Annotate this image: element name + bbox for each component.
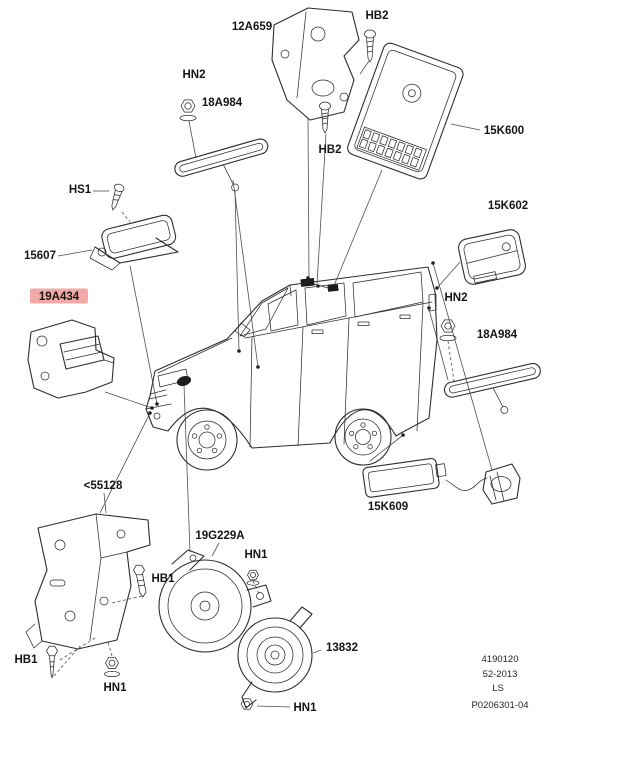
door-handle-2 <box>357 321 370 326</box>
plate-market: LS <box>492 683 504 694</box>
callout-13832[interactable]: 13832 <box>326 642 358 654</box>
windshield <box>239 287 289 337</box>
roof-step-line <box>289 284 292 297</box>
callout-hn2-top[interactable]: HN2 <box>182 69 205 81</box>
callout-15607[interactable]: 15607 <box>24 250 56 262</box>
part-15k600-drawing <box>347 42 464 180</box>
plate-number: 4190120 <box>482 654 519 665</box>
part-19a434-drawing <box>27 319 115 399</box>
beltline <box>244 301 433 339</box>
part-55128-bracket-drawing <box>25 513 151 650</box>
callout-hb1-mid[interactable]: HB1 <box>151 573 175 585</box>
window-front-door <box>267 289 299 332</box>
bolt-hb1-bottom-drawing <box>46 645 58 679</box>
hood-sensor-target <box>176 375 192 387</box>
callout-15k609[interactable]: 15K609 <box>368 501 408 513</box>
hood-edge-line <box>157 337 233 374</box>
bumper-line <box>145 403 172 410</box>
callout-hn1-bottom[interactable]: HN1 <box>103 682 127 694</box>
plate-drawing-ref: P0206301-04 <box>471 700 528 711</box>
screw-hs1-drawing <box>111 183 125 211</box>
callout-hn2-right[interactable]: HN2 <box>444 292 467 304</box>
part-12a659-bracket-drawing <box>271 7 360 121</box>
door-line-rear <box>343 317 350 445</box>
part-15k602-drawing <box>458 229 526 285</box>
callout-hb2-mid[interactable]: HB2 <box>318 144 341 156</box>
bolt-hb1-mid-drawing <box>133 564 147 598</box>
window-quarter <box>352 271 424 318</box>
roof-antenna-connector-2 <box>327 284 339 292</box>
vehicle-body-outline <box>145 266 438 449</box>
nut-hn2-top-drawing <box>179 99 197 122</box>
vehicle-drawing <box>145 266 438 471</box>
tail-lamp <box>428 293 437 312</box>
window-rear-door <box>304 282 347 326</box>
callout-15k602[interactable]: 15K602 <box>488 200 528 212</box>
leader-lines <box>53 60 493 708</box>
nut-hn1-siren-drawing <box>246 569 260 586</box>
plate-info: 4190120 52-2013 LS P0206301-04 <box>471 654 528 711</box>
roof-antenna-wire <box>313 283 329 289</box>
screw-hb2-mid-drawing <box>319 101 331 134</box>
plate-date: 52-2013 <box>483 669 518 680</box>
door-handle-1 <box>311 329 324 334</box>
callout-12a659[interactable]: 12A659 <box>232 21 272 33</box>
callout-19g229a[interactable]: 19G229A <box>195 530 244 542</box>
grille-line-1 <box>149 389 167 395</box>
grille-line-2 <box>148 394 168 400</box>
part-15607-drawing <box>89 214 179 271</box>
part-13832-drawing <box>237 606 313 709</box>
ecu-connector-grid <box>356 126 427 171</box>
callout-hn1-siren[interactable]: HN1 <box>244 549 268 561</box>
door-line-mid <box>297 326 304 447</box>
part-19g229a-drawing <box>158 549 272 653</box>
part-camera-drawing <box>482 463 521 505</box>
callout-hs1[interactable]: HS1 <box>69 184 92 196</box>
callout-hn1-horn[interactable]: HN1 <box>293 702 317 714</box>
part-18a984-left-drawing <box>174 138 269 192</box>
camera-cable <box>445 477 488 491</box>
part-15k609-drawing <box>362 457 447 498</box>
callout-18a984-left[interactable]: 18A984 <box>202 97 243 109</box>
callout-19a434[interactable]: 19A434 <box>39 291 80 303</box>
rear-wheel <box>334 408 392 466</box>
callout-55128[interactable]: <55128 <box>84 480 123 492</box>
highlight-19a434 <box>30 288 88 304</box>
screw-hb2-top-drawing <box>364 29 376 63</box>
roof-antenna-connector-1 <box>300 278 315 287</box>
side-mirror <box>234 322 251 338</box>
nut-hn1-bottom-drawing <box>104 656 120 677</box>
door-line-front <box>249 336 253 448</box>
callout-hb1-bottom[interactable]: HB1 <box>14 654 38 666</box>
nut-hn2-right-drawing <box>439 319 457 342</box>
callout-18a984-right[interactable]: 18A984 <box>477 329 518 341</box>
door-line-tail <box>416 302 424 432</box>
fog-lamp <box>153 412 161 420</box>
callout-hb2-top[interactable]: HB2 <box>365 10 388 22</box>
door-handle-3 <box>399 314 411 319</box>
callout-15k600[interactable]: 15K600 <box>484 125 524 137</box>
front-wheel <box>176 409 238 471</box>
nut-hn1-horn-drawing <box>240 698 254 710</box>
part-18a984-right-drawing <box>443 362 541 414</box>
